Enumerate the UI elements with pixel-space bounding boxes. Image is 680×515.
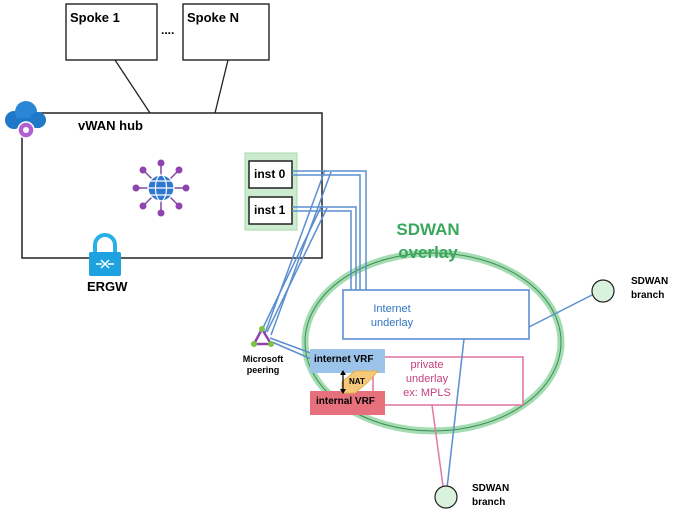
spoke-1-box xyxy=(65,3,158,61)
inst-0-box xyxy=(248,160,293,189)
hub-title: vWAN hub xyxy=(78,118,143,133)
spoke-1-label: Spoke 1 xyxy=(70,10,120,25)
internet-vrf-box xyxy=(310,349,385,373)
internal-vrf-label: internal VRF xyxy=(316,396,375,407)
internal-vrf-box xyxy=(310,391,385,415)
inst-1-label: inst 1 xyxy=(254,203,286,217)
ergw-label: ERGW xyxy=(87,279,128,294)
inst-1-box xyxy=(248,196,293,225)
underlay-connectors xyxy=(261,169,595,489)
spoke-n-box xyxy=(182,3,270,61)
nat-diamond xyxy=(341,370,380,394)
nat-label: NAT xyxy=(349,377,365,386)
internet-vrf-label: internet VRF xyxy=(314,354,374,365)
cloud-icon xyxy=(5,101,46,139)
microsoft-peering-icon xyxy=(251,326,274,347)
sdwan-branch-right xyxy=(591,279,615,303)
spoke-n-label: Spoke N xyxy=(187,10,240,25)
private-underlay-box xyxy=(372,356,524,406)
sdwan-branch-bottom xyxy=(434,485,458,509)
internet-underlay-box xyxy=(342,289,530,340)
ergw-lock-icon xyxy=(89,233,121,276)
inst-0-label: inst 0 xyxy=(254,167,286,181)
spokeN-connector xyxy=(214,59,229,114)
private-connector xyxy=(431,404,444,487)
spoke1-connector xyxy=(114,59,151,114)
spoke-ellipsis: .... xyxy=(161,23,175,37)
sdwan-overlay-outline xyxy=(304,252,562,432)
